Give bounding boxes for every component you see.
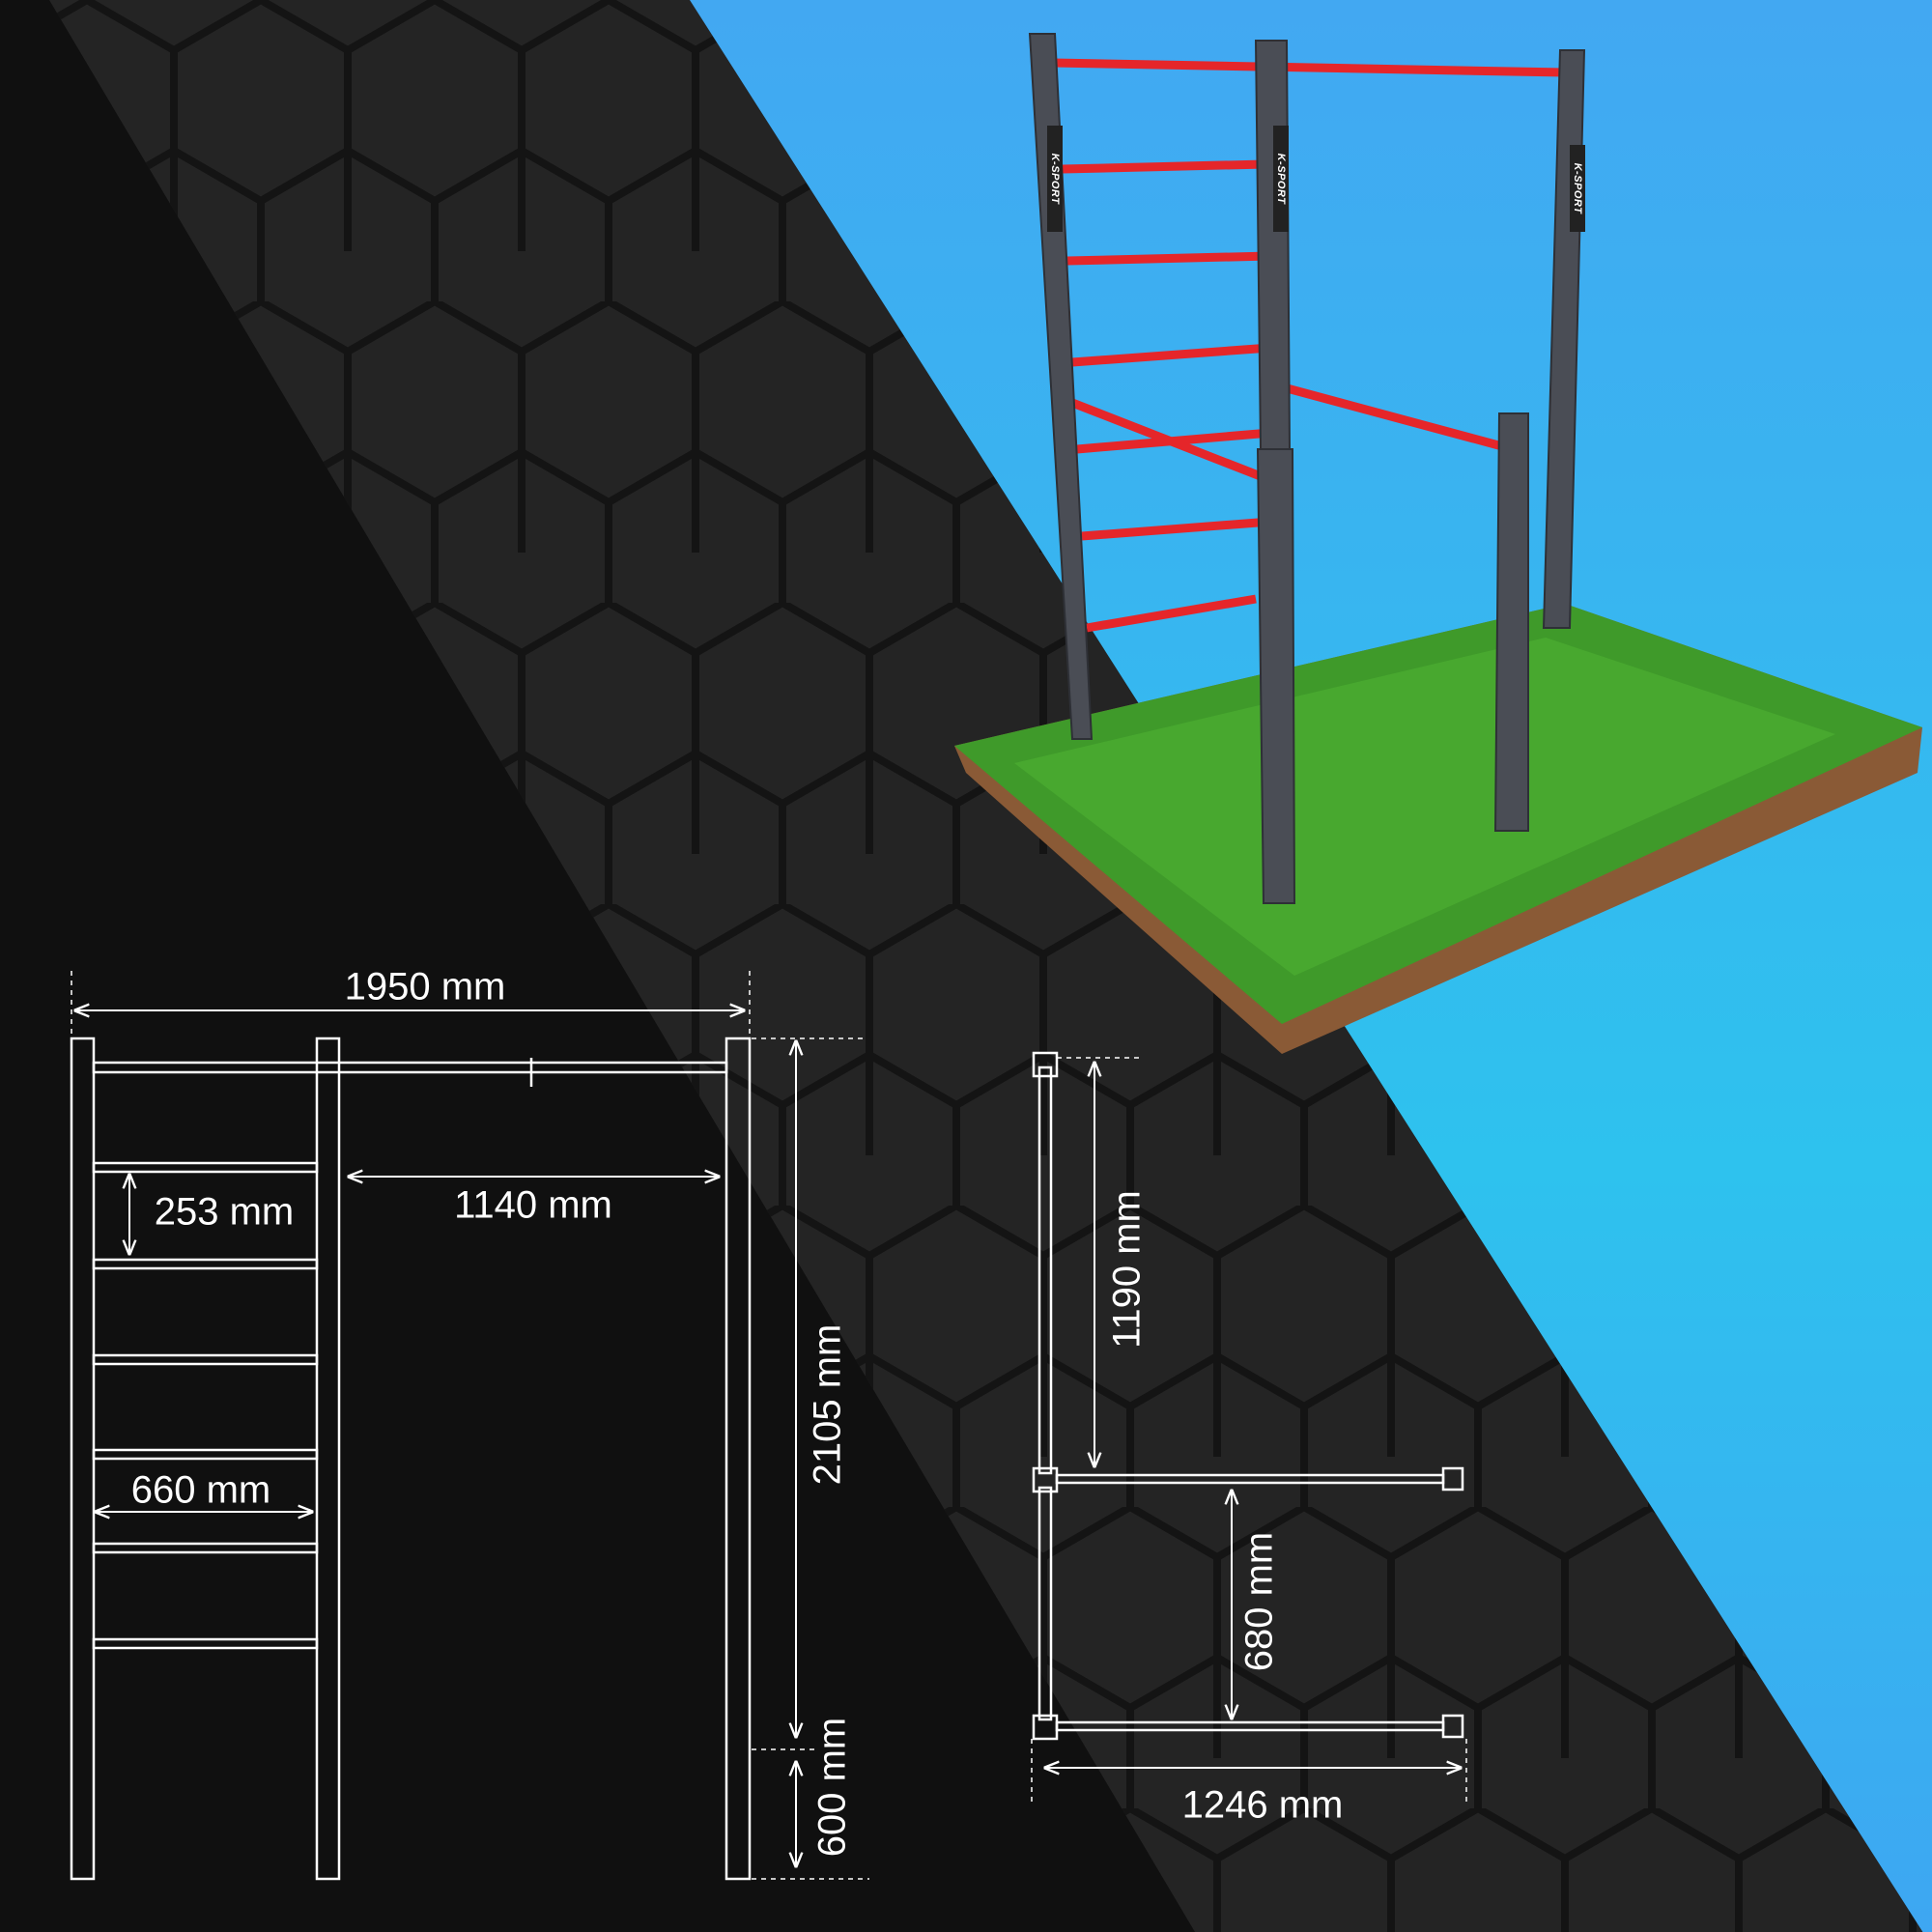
post — [724, 1037, 752, 1881]
rung-spacing-label: 253 mm — [154, 1190, 295, 1234]
bar-span-label: 1140 mm — [454, 1183, 612, 1227]
pull-up-bar — [92, 1061, 728, 1074]
dip-spacing-label: 680 mm — [1237, 1531, 1281, 1672]
top-view-drawing — [1031, 1051, 1467, 1806]
depth-label: 600 mm — [810, 1717, 854, 1858]
brand-logo: K-SPORT — [1049, 153, 1061, 205]
height-label: 2105 mm — [806, 1323, 849, 1486]
front-view-drawing — [70, 971, 869, 1881]
dip-length-label: 1246 mm — [1181, 1783, 1344, 1827]
brand-logo: K-SPORT — [1275, 153, 1287, 205]
rung-width-label: 660 mm — [130, 1468, 271, 1512]
ladder-to-dip-label: 1190 mm — [1105, 1190, 1149, 1349]
brand-logo: K-SPORT — [1572, 162, 1583, 214]
rungs — [92, 1161, 319, 1650]
product-photo — [954, 33, 1922, 1054]
width-label: 1950 mm — [344, 965, 506, 1009]
